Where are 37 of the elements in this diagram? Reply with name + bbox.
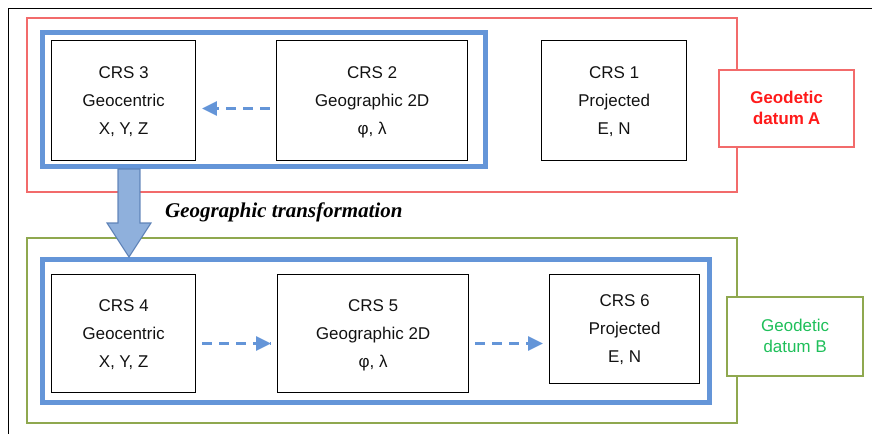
crs-box xyxy=(51,40,196,161)
crs-type: Projected xyxy=(578,90,650,110)
datum-label-box xyxy=(718,69,855,148)
crs-name: CRS 5 xyxy=(348,296,398,316)
dashed-arrow xyxy=(202,101,270,116)
block-arrow xyxy=(106,168,152,258)
crs-type: Geographic 2D xyxy=(316,324,430,344)
datum-region xyxy=(26,17,738,193)
crs-box xyxy=(549,274,700,384)
crs-type: Projected xyxy=(588,319,660,339)
crs-box xyxy=(277,274,469,393)
crs-name: CRS 4 xyxy=(98,296,149,316)
crs-name: CRS 2 xyxy=(346,62,398,82)
crs-coordinates: E, N xyxy=(608,347,642,367)
crs-name: CRS 1 xyxy=(588,62,640,82)
dashed-arrow xyxy=(202,336,271,351)
datum-label: Geodetic datum A xyxy=(749,88,824,129)
datum-region xyxy=(26,237,738,424)
crs-box xyxy=(276,40,468,161)
datum-label-box xyxy=(726,296,864,377)
datum-label: Geodetic datum B xyxy=(760,316,830,357)
crs-name: CRS 6 xyxy=(599,291,650,311)
crs-coordinates: φ, λ xyxy=(358,118,386,138)
group-frame xyxy=(40,30,488,169)
crs-box xyxy=(51,274,196,393)
crs-name: CRS 3 xyxy=(98,62,149,82)
crs-type: Geocentric xyxy=(82,90,165,110)
crs-coordinates: φ, λ xyxy=(358,352,388,372)
dashed-arrow xyxy=(475,336,543,351)
crs-coordinates: E, N xyxy=(597,118,631,138)
crs-type: Geographic 2D xyxy=(314,90,430,110)
crs-coordinates: X, Y, Z xyxy=(98,118,148,138)
crs-box xyxy=(541,40,687,161)
group-frame xyxy=(40,257,712,405)
crs-type: Geocentric xyxy=(82,324,165,344)
transformation-label: Geographic transformation xyxy=(165,198,402,223)
crs-coordinates: X, Y, Z xyxy=(98,352,148,372)
